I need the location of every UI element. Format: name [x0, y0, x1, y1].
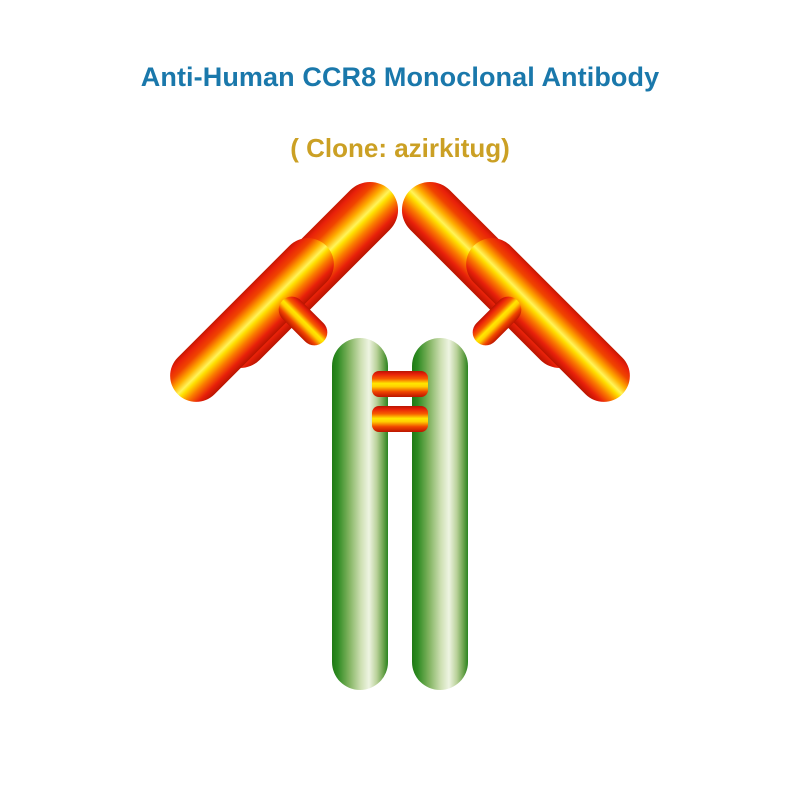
light-chain-arm-left — [170, 238, 334, 402]
disulfide-bond-arm-right — [472, 296, 522, 346]
light-chain-arm-right — [466, 238, 630, 402]
page-title: Anti-Human CCR8 Monoclonal Antibody — [140, 62, 660, 92]
hinge-disulfide-bonds — [372, 371, 428, 432]
page-subtitle: ( Clone: azirkitug) — [290, 133, 510, 163]
disulfide-bond-hinge-upper — [372, 371, 428, 397]
disulfide-bond-arm-left — [278, 296, 328, 346]
disulfide-bond-hinge-lower — [372, 406, 428, 432]
